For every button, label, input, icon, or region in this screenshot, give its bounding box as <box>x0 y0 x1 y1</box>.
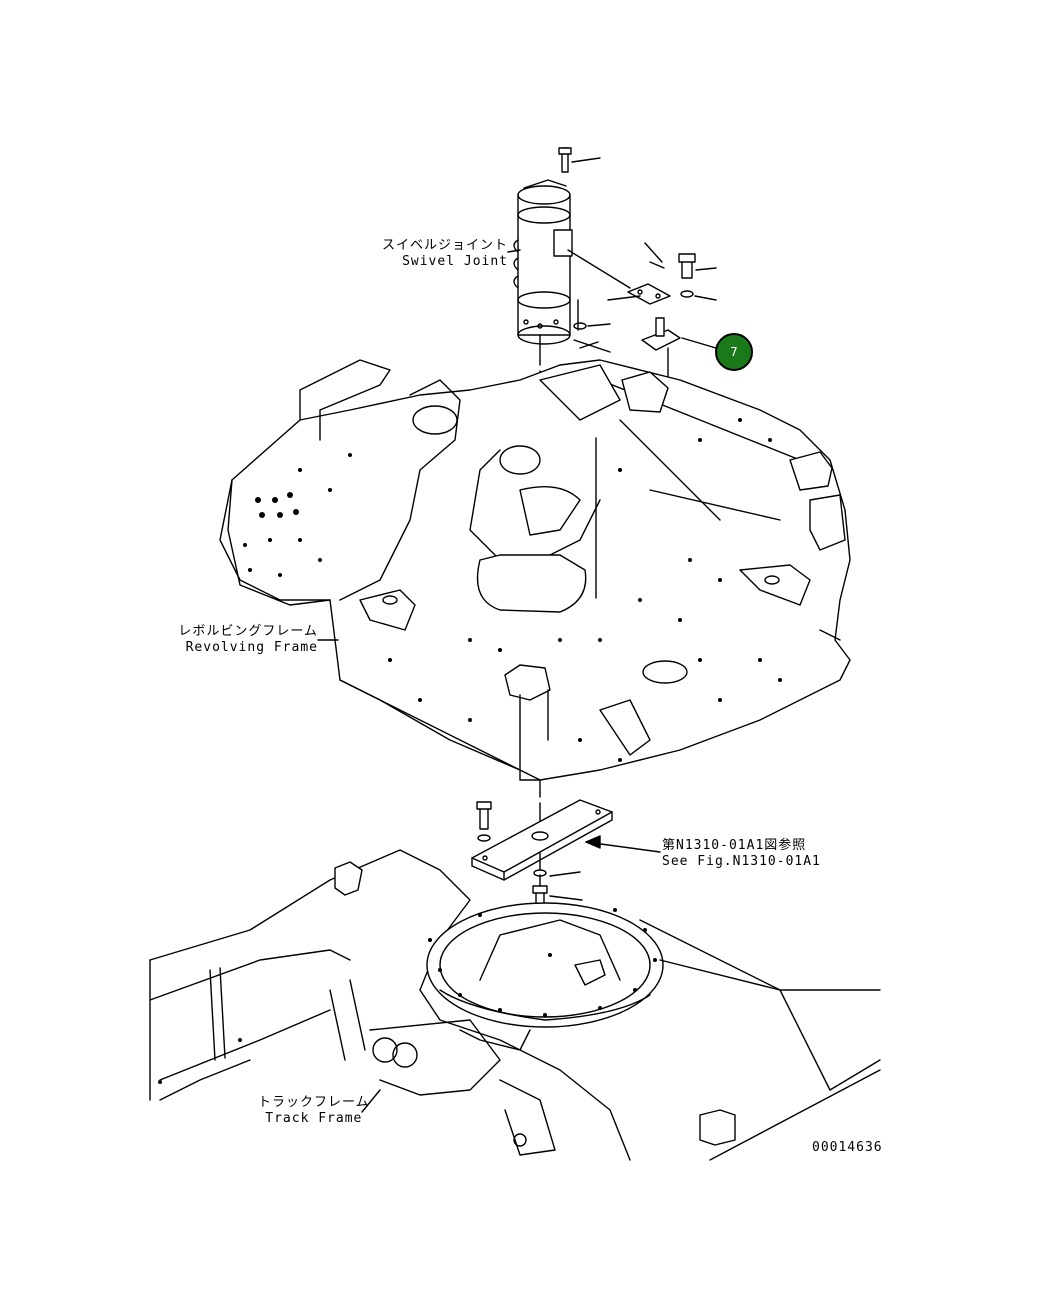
see-figure-label: 第N1310-01A1図参照 See Fig.N1310-01A1 <box>662 838 821 870</box>
swivel-joint-label: スイベルジョイント Swivel Joint <box>370 238 508 270</box>
track-frame <box>149 849 881 1161</box>
swivel-joint <box>513 179 573 345</box>
revolving-frame-label: レボルビングフレーム Revolving Frame <box>160 624 318 656</box>
track-frame-label-jp: トラックフレーム <box>258 1095 370 1110</box>
see-figure-label-jp: 第N1310-01A1図参照 <box>662 838 807 853</box>
swivel-joint-label-jp: スイベルジョイント <box>381 238 508 253</box>
see-figure-label-en: See Fig.N1310-01A1 <box>662 854 821 869</box>
revolving-frame-label-en: Revolving Frame <box>185 640 318 655</box>
leader-lines <box>317 249 521 1113</box>
revolving-frame-label-jp: レボルビングフレーム <box>178 624 318 639</box>
part-callout-badge[interactable]: 7 <box>715 333 753 371</box>
track-frame-label: トラックフレーム Track Frame <box>258 1095 370 1127</box>
track-frame-label-en: Track Frame <box>265 1111 363 1126</box>
swivel-joint-label-en: Swivel Joint <box>402 254 508 269</box>
stopper-parts <box>567 242 717 481</box>
mounting-plate <box>471 799 661 911</box>
drawing-number: 00014636 <box>812 1140 883 1155</box>
revolving-frame <box>219 359 851 781</box>
top-bolt <box>558 147 601 173</box>
